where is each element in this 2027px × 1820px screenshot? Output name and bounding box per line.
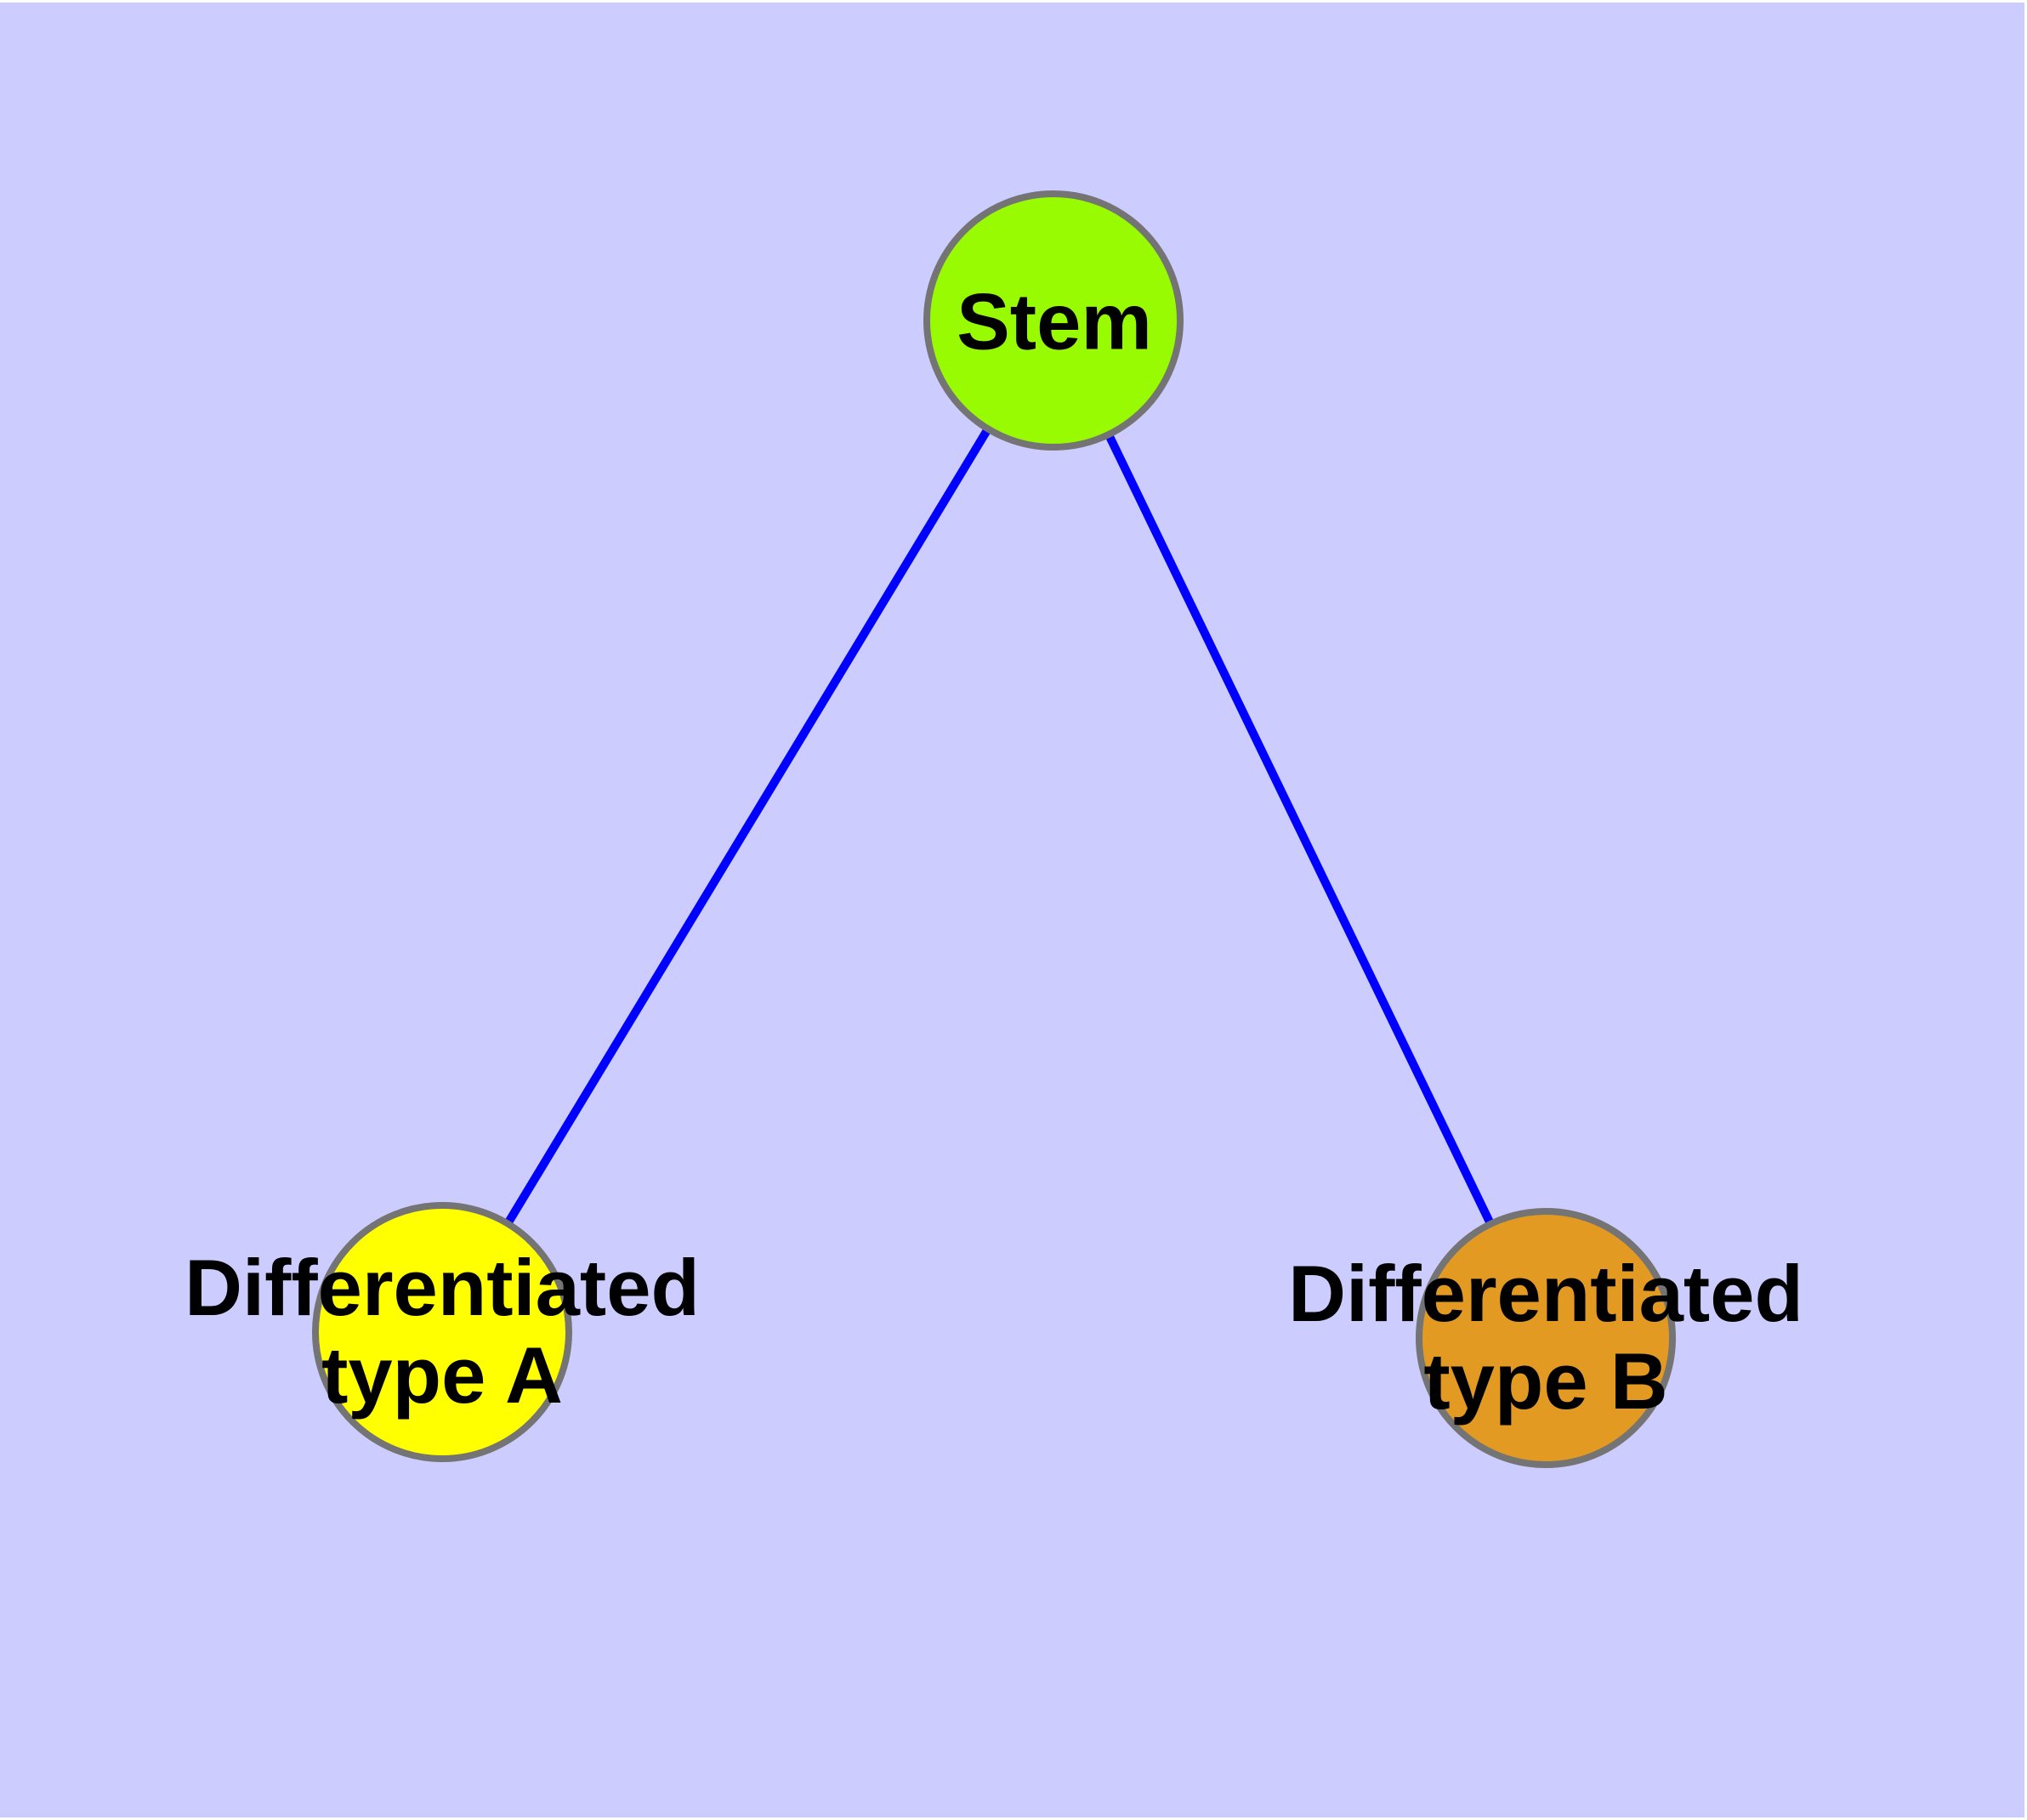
label-differentiated-type-b: Differentiated type B — [1288, 1250, 1803, 1425]
label-differentiated-type-a: Differentiated type A — [185, 1244, 700, 1419]
label-stem: Stem — [957, 278, 1152, 366]
diagram-canvas: Stem Differentiated type A Differentiate… — [0, 3, 2024, 1817]
edge-stem-to-type-a — [442, 320, 1053, 1332]
edge-stem-to-type-b — [1053, 320, 1546, 1338]
